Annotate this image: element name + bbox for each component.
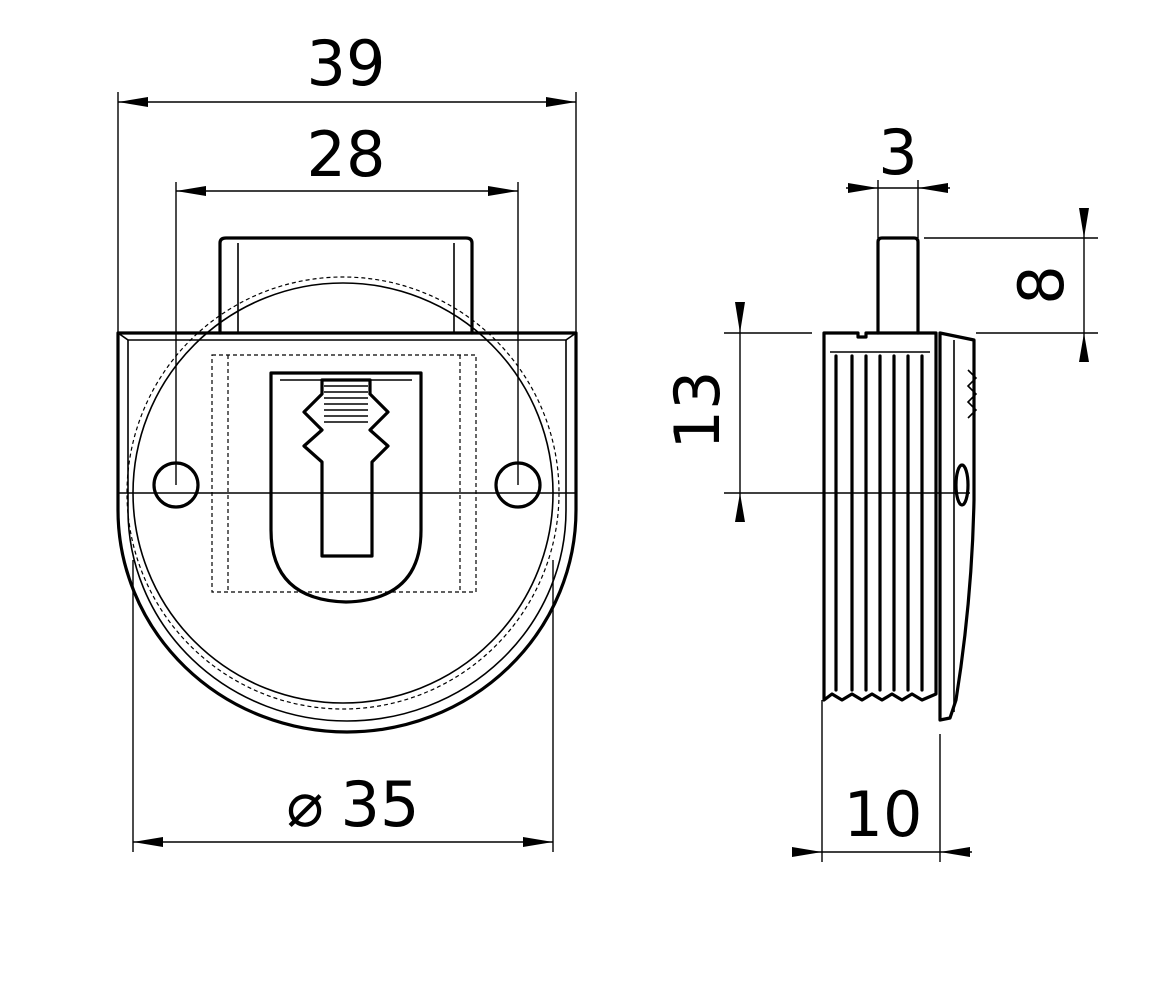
- dim-hole-spacing: 28: [307, 118, 386, 191]
- side-flange-ribs: [966, 369, 978, 419]
- side-flange: [938, 331, 976, 722]
- hidden-housing: [211, 354, 477, 593]
- cam-bolt: [302, 378, 390, 558]
- cam-window: [269, 371, 423, 604]
- side-body: [822, 331, 938, 702]
- side-screw-hole: [954, 463, 970, 507]
- body-corner-right: [565, 332, 577, 341]
- body-inner-outline: [127, 339, 567, 722]
- dim-overall-width: 39: [307, 27, 386, 100]
- dim-depth: 10: [844, 778, 923, 851]
- dim-pin-height: 8: [1005, 265, 1078, 304]
- dim-diameter: 35: [341, 768, 420, 841]
- side-dimensions: 3 8 13 10: [661, 116, 1098, 862]
- front-dimensions: 39 28 ⌀ 35: [117, 27, 577, 852]
- side-grooves: [834, 354, 924, 692]
- diameter-symbol: ⌀: [286, 768, 323, 841]
- dim-hole-height: 13: [661, 371, 734, 450]
- pin: [876, 236, 920, 335]
- side-view: [820, 236, 978, 722]
- cam-bolt-thread: [324, 385, 368, 423]
- body-corner-left: [117, 332, 129, 341]
- body-outline: [116, 331, 578, 734]
- front-view: [116, 236, 578, 734]
- top-tab: [218, 236, 474, 335]
- dim-pin-width: 3: [878, 116, 917, 189]
